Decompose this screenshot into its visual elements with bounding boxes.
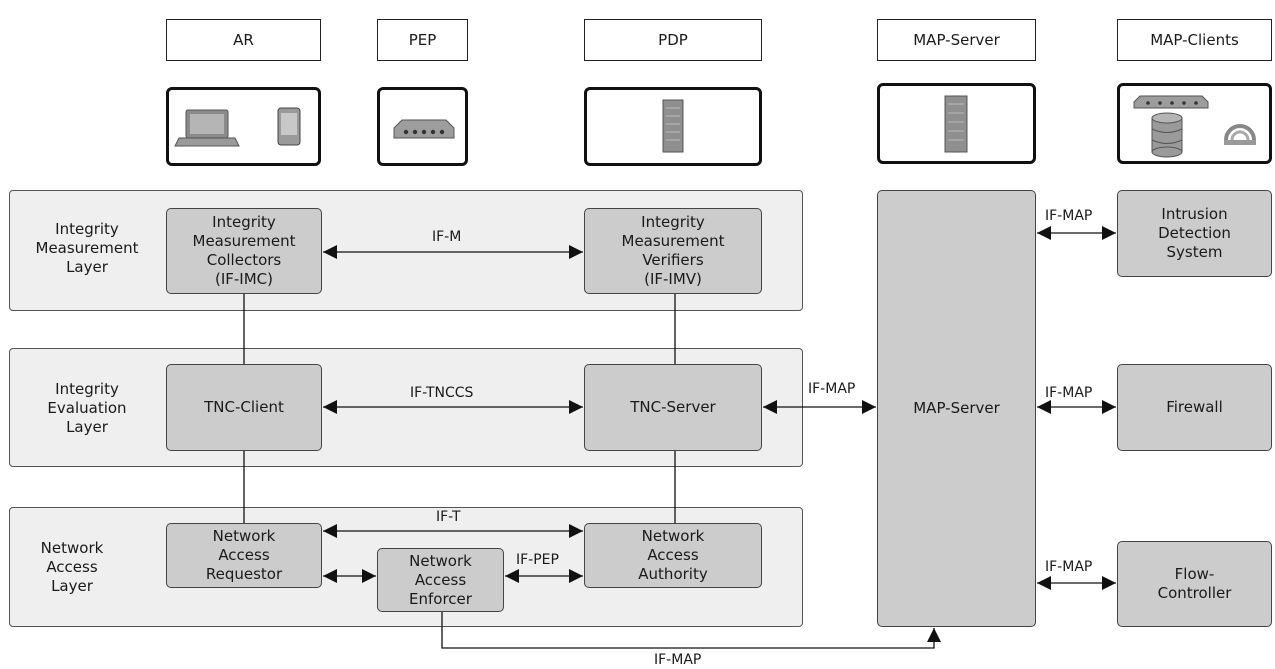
label-if-tnccs: IF-TNCCS	[410, 385, 474, 401]
map-clients-icon-box	[1117, 83, 1272, 164]
map-server-icon-box	[877, 83, 1036, 164]
nar-component: Network Access Requestor	[166, 523, 322, 588]
layer-label-network-access: Network Access Layer	[40, 538, 104, 595]
imv-component: Integrity Measurement Verifiers (IF-IMV)	[584, 208, 762, 294]
tnc-client-component: TNC-Client	[166, 364, 322, 451]
pdp-icon-box	[584, 87, 762, 166]
pep-icon-box	[377, 87, 468, 166]
ar-icon-box	[166, 87, 321, 166]
nae-component: Network Access Enforcer	[377, 548, 504, 612]
label-if-t: IF-T	[436, 509, 461, 525]
switch-icon	[393, 119, 455, 139]
ids-component: Intrusion Detection System	[1117, 190, 1272, 277]
database-icon	[1151, 112, 1183, 158]
flow-controller-component: Flow- Controller	[1117, 541, 1272, 627]
layer-label-measurement: Integrity Measurement Layer	[35, 219, 139, 276]
header-pdp-label: PDP	[658, 31, 688, 49]
arrow-if-map-bottom	[441, 612, 941, 649]
firewall-component: Firewall	[1117, 364, 1272, 451]
header-ar: AR	[166, 19, 321, 61]
header-map-clients-label: MAP-Clients	[1150, 31, 1239, 49]
header-pdp: PDP	[584, 19, 762, 61]
server-icon	[662, 99, 684, 153]
header-map-server: MAP-Server	[877, 19, 1036, 61]
sensor-icon	[1224, 124, 1256, 145]
label-if-m: IF-M	[432, 229, 462, 245]
smartphone-icon	[277, 107, 301, 146]
header-pep: PEP	[377, 19, 468, 61]
header-pep-label: PEP	[408, 31, 437, 49]
label-if-map-firewall: IF-MAP	[1045, 385, 1093, 401]
label-if-map-ids: IF-MAP	[1045, 208, 1093, 224]
header-map-server-label: MAP-Server	[913, 31, 1000, 49]
header-ar-label: AR	[233, 31, 254, 49]
naa-component: Network Access Authority	[584, 523, 762, 588]
label-if-map-flow: IF-MAP	[1045, 559, 1093, 575]
imc-component: Integrity Measurement Collectors (IF-IMC…	[166, 208, 322, 294]
layer-label-evaluation: Integrity Evaluation Layer	[47, 379, 127, 436]
tnc-server-component: TNC-Server	[584, 364, 762, 451]
header-map-clients: MAP-Clients	[1117, 19, 1272, 61]
server-icon	[944, 95, 968, 153]
laptop-icon	[174, 109, 240, 147]
label-if-map-bottom: IF-MAP	[654, 652, 702, 668]
switch-icon	[1133, 95, 1209, 109]
label-if-map-server: IF-MAP	[808, 381, 856, 397]
map-server-component: MAP-Server	[877, 190, 1036, 627]
label-if-pep: IF-PEP	[516, 552, 559, 568]
